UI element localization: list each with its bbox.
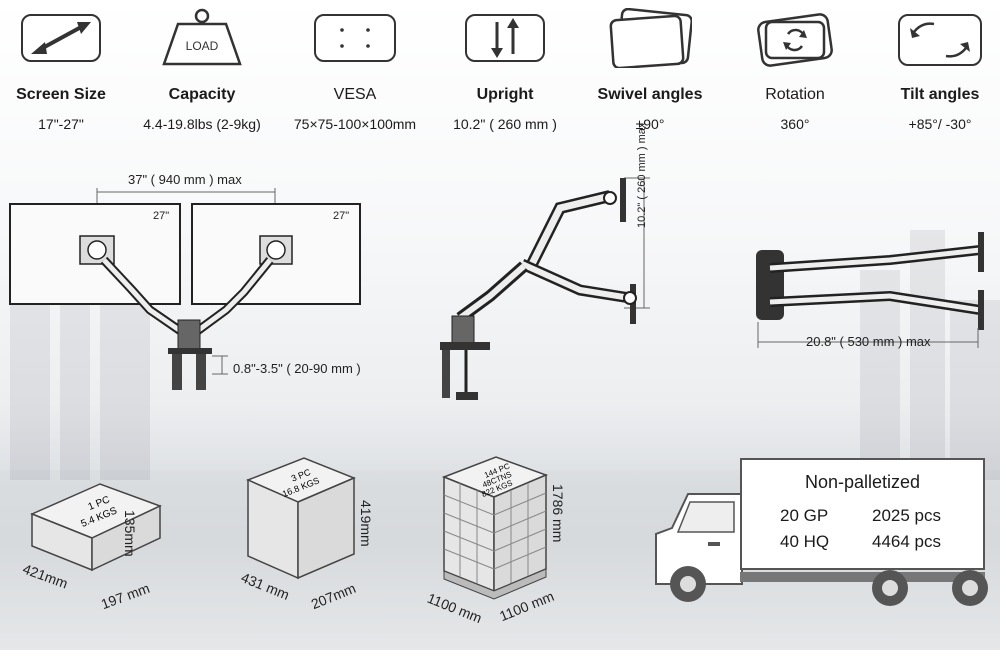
swivel-icon: [608, 7, 693, 70]
side-view-diagram: [440, 177, 650, 400]
feature-upright: Upright 10.2" ( 260 mm ): [440, 0, 570, 140]
feature-rotation: Rotation 360°: [735, 0, 855, 140]
feature-name: Swivel angles: [597, 86, 703, 103]
right-monitor-size: 27": [333, 210, 350, 222]
rotation-icon: [752, 10, 838, 70]
feature-swivel: Swivel angles ±90°: [585, 0, 715, 140]
left-monitor-size: 27": [153, 210, 170, 222]
load-weight-icon: LOAD: [160, 8, 244, 66]
top-view-diagram: [756, 232, 984, 348]
container-type: 40 HQ: [780, 532, 830, 551]
container-qty: 4464 pcs: [872, 532, 941, 551]
load-icon-text: LOAD: [186, 39, 219, 53]
feature-value: 10.2" ( 260 mm ): [453, 116, 557, 132]
package-height: 1786 mm: [550, 484, 566, 543]
container-type: 20 GP: [780, 506, 829, 525]
diagonal-arrow-icon: [21, 14, 101, 62]
tilt-icon: [898, 14, 982, 66]
feature-screen-size: Screen Size 17"-27": [0, 0, 122, 140]
side-height-label: 10.2" ( 260 mm ) max: [636, 122, 648, 228]
feature-name: Tilt angles: [900, 86, 980, 103]
truck-cab: [655, 493, 743, 602]
feature-value: 360°: [780, 116, 810, 132]
feature-capacity: LOAD Capacity 4.4-19.8lbs (2-9kg): [132, 0, 272, 140]
feature-value: 17"-27": [38, 116, 84, 132]
feature-name: Rotation: [765, 86, 825, 103]
monitor-span-label: 37" ( 940 mm ) max: [128, 172, 242, 187]
reach-label: 20.8" ( 530 mm ) max: [806, 334, 931, 349]
vesa-pattern-icon: [314, 14, 396, 62]
feature-name: Capacity: [168, 86, 236, 103]
shipping-container-box: Non-palletized 20 GP 2025 pcs 40 HQ 4464…: [740, 458, 985, 570]
package-1pc-box: 1 PC 5.4 KGS: [30, 483, 162, 572]
desk-thickness-label: 0.8"-3.5" ( 20-90 mm ): [233, 361, 361, 376]
feature-name: Upright: [476, 86, 534, 103]
package-pallet: 144 PC 48CTNS 822 KGS: [441, 456, 549, 600]
package-height: 135mm: [122, 510, 138, 557]
truck-chassis: [740, 570, 988, 606]
package-3pc-box: 3 PC 16.8 KGS: [246, 457, 356, 580]
feature-value: 4.4-19.8lbs (2-9kg): [143, 116, 261, 132]
feature-value: 75×75-100×100mm: [293, 116, 417, 132]
up-down-arrows-icon: [465, 14, 545, 62]
feature-value: +85°/ -30°: [908, 116, 972, 132]
feature-value: ±90°: [635, 116, 665, 132]
container-qty: 2025 pcs: [872, 506, 941, 525]
feature-vesa: VESA 75×75-100×100mm: [280, 0, 430, 140]
feature-name: Screen Size: [16, 86, 106, 103]
feature-tilt: Tilt angles +85°/ -30°: [880, 0, 1000, 140]
shipping-title: Non-palletized: [804, 472, 921, 492]
package-height: 419mm: [358, 500, 374, 547]
dual-monitor-diagram: [9, 188, 361, 390]
feature-name: VESA: [333, 86, 377, 103]
